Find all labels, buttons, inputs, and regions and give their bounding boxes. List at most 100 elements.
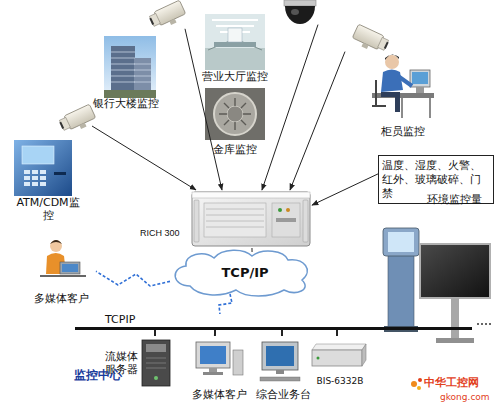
building-photo [111,46,135,92]
monitor-point: 银行大楼监控 [88,8,185,112]
teller-figure [398,76,412,86]
server-chassis [192,192,310,246]
teller-figure [385,55,399,60]
watermark-logo [411,378,422,390]
business-console [260,342,300,381]
atm-photo [14,140,72,196]
signal-arrow [251,248,252,252]
display-screen [436,338,474,343]
client-figure [40,240,86,276]
atm-photo [40,182,46,186]
node-label: 银行大楼监控 [88,97,164,110]
stream-server-tower [146,358,166,368]
node-label: ATM/CDM监控 [12,196,84,222]
bis-device [362,344,366,366]
network-bus: TCPIP [75,314,472,330]
signal-arrow [185,29,222,190]
atm-photo [24,170,30,174]
vault-photo [219,98,251,130]
server-chassis [303,200,308,242]
bis-device [317,357,320,360]
server-chassis [194,200,199,242]
building-photo [104,90,156,98]
kiosk-terminal [383,228,419,332]
business-console [262,342,298,370]
server-chassis [204,203,266,237]
server-chassis [206,209,264,227]
server-chassis [276,218,296,222]
monitor-point: 营业大厅监控 [200,0,318,82]
building-photo [104,36,156,98]
atm-photo [24,176,30,180]
building-photo [111,52,151,82]
client-node: 多媒体客户 [26,236,96,308]
monitor-point: 柜员监控 [345,30,435,138]
bus-drop [281,330,283,336]
teller-figure [416,87,424,93]
hall-photo [205,48,265,70]
bus-drop [154,330,156,336]
client-figure [50,240,62,244]
signal-arrow [312,174,378,205]
monitor-point: 金库监控 [200,86,272,156]
signal-arrow [262,25,318,190]
client-figure [50,240,62,252]
atm-photo [32,182,38,186]
dome-camera [284,0,316,6]
kiosk-terminal [388,232,414,252]
atm-photo [24,170,46,186]
kiosk-terminal [388,252,414,328]
wireless-link [96,271,170,286]
building-photo [104,36,156,98]
stream-server-tower [146,344,166,352]
sensor-box: 温度、湿度、火警、红外、玻璃破碎、门禁环境监控量 [378,155,496,209]
device-node: BIS-6332B [312,336,368,388]
node-label: 营业大厅监控 [200,70,270,83]
stream-server-tower [154,376,158,380]
hall-photo [214,42,256,47]
atm-photo [22,146,54,164]
bis-device [312,344,366,350]
watermark-logo [411,381,417,387]
network-cloud: TCP/IP [170,252,320,294]
teller-figure [385,55,399,69]
atm-photo [54,172,66,175]
teller-figure [412,72,428,84]
pc-workstation [209,368,217,372]
continuation-dots [477,323,491,325]
continuation-dots [477,323,479,325]
signal-arrow [290,52,345,190]
pc-workstation [233,350,243,375]
display-screen [420,244,490,298]
watermark: gkong.com [440,392,500,403]
node-label: 多媒体客户 [26,292,96,305]
node-label: 金库监控 [200,143,270,156]
device-node: 流媒体服务器 [100,336,172,392]
server-chassis [192,192,310,246]
teller-figure [402,98,430,118]
node-label: TCP/IP [170,265,320,281]
continuation-dots [489,323,491,325]
server-chassis [272,203,300,237]
vault-photo [205,88,265,140]
hall-photo [228,28,242,42]
atm-photo [14,140,72,196]
pc-workstation [203,372,223,375]
atm-photo [24,182,30,186]
camera-icon [58,0,391,136]
monitor-point: ATM/CDM监控 [12,112,92,210]
building-photo [134,58,151,92]
bus-drop [336,330,338,336]
kiosk-terminal [383,228,419,256]
watermark-logo [417,386,421,390]
dome-camera [291,9,299,15]
atm-photo [32,170,38,174]
dome-camera [284,0,316,24]
server-chassis [278,208,282,212]
device-node: 多媒体客户 [186,336,252,402]
hall-photo [205,14,265,70]
node-label: 多媒体客户 [186,388,252,401]
wireless-link [219,294,232,314]
